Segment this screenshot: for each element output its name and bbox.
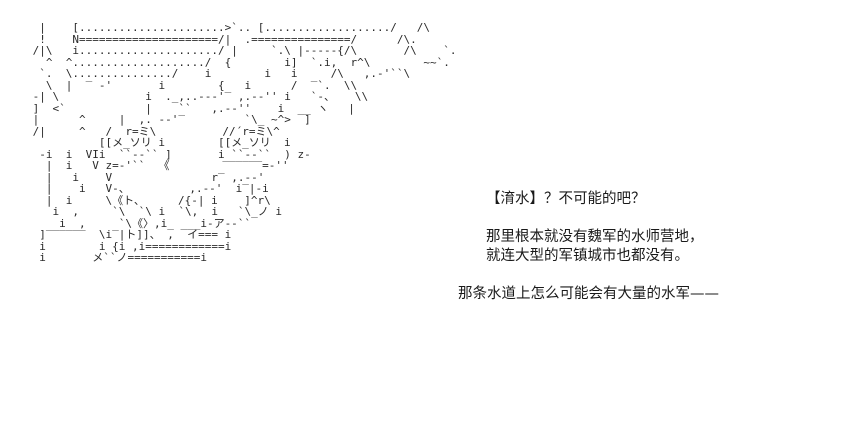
dialogue-line: 那里根本就没有魏军的水师营地，: [486, 229, 704, 245]
dialogue-line: 【淯水】？不可能的吧？: [486, 191, 646, 207]
dialogue-line: 那条水道上怎么可能会有大量的水军——: [458, 286, 719, 302]
dialogue-line: 就连大型的军镇城市也都没有。: [486, 248, 689, 264]
dialogue-spacer: [458, 209, 858, 228]
dialogue-block: 【淯水】？不可能的吧？: [486, 190, 858, 209]
dialogue-spacer: [458, 266, 858, 285]
dialogue-block: 那里根本就没有魏军的水师营地， 就连大型的军镇城市也都没有。: [486, 228, 858, 266]
dialogue-text: 【淯水】？不可能的吧？ 那里根本就没有魏军的水师营地， 就连大型的军镇城市也都没有。…: [458, 190, 858, 304]
ascii-art-character: | [......................>`.. [.........…: [32, 21, 457, 264]
dialogue-block: 那条水道上怎么可能会有大量的水军——: [458, 285, 858, 304]
